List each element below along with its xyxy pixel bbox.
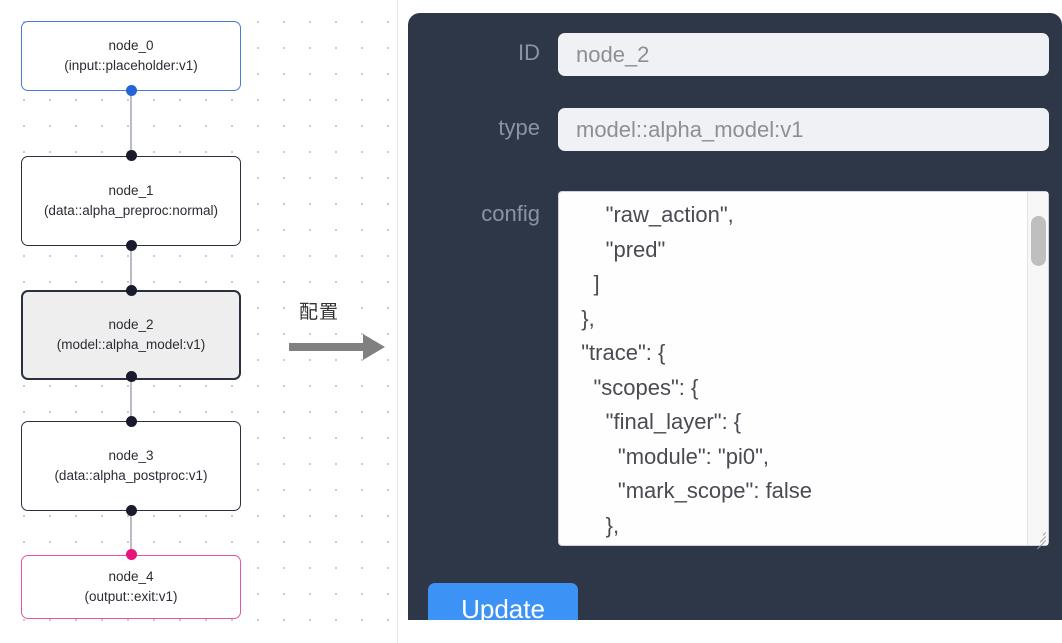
graph-node-node_3[interactable]: node_3 (data::alpha_postproc:v1) xyxy=(21,421,241,511)
config-scrollbar[interactable] xyxy=(1027,192,1048,545)
id-field-label: ID xyxy=(518,40,540,65)
graph-canvas[interactable]: node_0 (input::placeholder:v1) node_1 (d… xyxy=(0,0,398,643)
node-properties-panel: ID type config "raw_action", "pred" ] },… xyxy=(408,13,1062,620)
graph-node-label: node_4 (output::exit:v1) xyxy=(84,569,178,604)
graph-node-label: node_0 (input::placeholder:v1) xyxy=(64,38,198,73)
edge-node0-node1 xyxy=(130,91,132,161)
config-textarea[interactable]: "raw_action", "pred" ] }, "trace": { "sc… xyxy=(558,191,1049,546)
graph-node-node_2[interactable]: node_2 (model::alpha_model:v1) xyxy=(21,290,241,380)
graph-node-node_4[interactable]: node_4 (output::exit:v1) xyxy=(21,555,241,619)
node-handle-node_1-target[interactable] xyxy=(125,150,137,161)
node-handle-node_3-target[interactable] xyxy=(125,416,137,427)
annotation-label: 配置 xyxy=(299,301,340,323)
graph-node-node_1[interactable]: node_1 (data::alpha_preproc:normal) xyxy=(21,156,241,246)
edge-node1-node2 xyxy=(130,246,132,312)
resize-handle-icon[interactable] xyxy=(1031,528,1047,550)
graph-node-label: node_2 (model::alpha_model:v1) xyxy=(56,317,206,352)
graph-node-label: node_3 (data::alpha_postproc:v1) xyxy=(54,448,208,483)
edge-node2-node3 xyxy=(130,376,132,422)
node-handle-node_3-source[interactable] xyxy=(125,505,137,516)
update-button[interactable]: Update xyxy=(428,583,578,620)
field-row-config: config "raw_action", "pred" ] }, "trace"… xyxy=(428,191,1049,550)
id-input[interactable] xyxy=(558,33,1049,76)
type-field-label: type xyxy=(498,115,540,140)
edge-node3-node4 xyxy=(130,511,132,550)
node-handle-node_1-source[interactable] xyxy=(125,240,137,251)
node-handle-node_0-source[interactable] xyxy=(125,85,137,96)
annotation-config-arrow: 配置 xyxy=(289,297,394,367)
arrow-right-icon xyxy=(289,334,385,360)
config-editor-wrapper: "raw_action", "pred" ] }, "trace": { "sc… xyxy=(558,191,1049,550)
node-handle-node_4-target[interactable] xyxy=(125,549,137,560)
type-input[interactable] xyxy=(558,108,1049,151)
graph-node-label: node_1 (data::alpha_preproc:normal) xyxy=(43,183,219,218)
field-row-id: ID xyxy=(428,33,1049,76)
config-field-label: config xyxy=(481,201,540,226)
graph-node-node_0[interactable]: node_0 (input::placeholder:v1) xyxy=(21,21,241,91)
config-scrollbar-thumb[interactable] xyxy=(1031,216,1046,266)
field-row-type: type xyxy=(428,108,1049,151)
node-handle-node_2-target[interactable] xyxy=(125,285,137,296)
node-handle-node_2-source[interactable] xyxy=(125,371,137,382)
